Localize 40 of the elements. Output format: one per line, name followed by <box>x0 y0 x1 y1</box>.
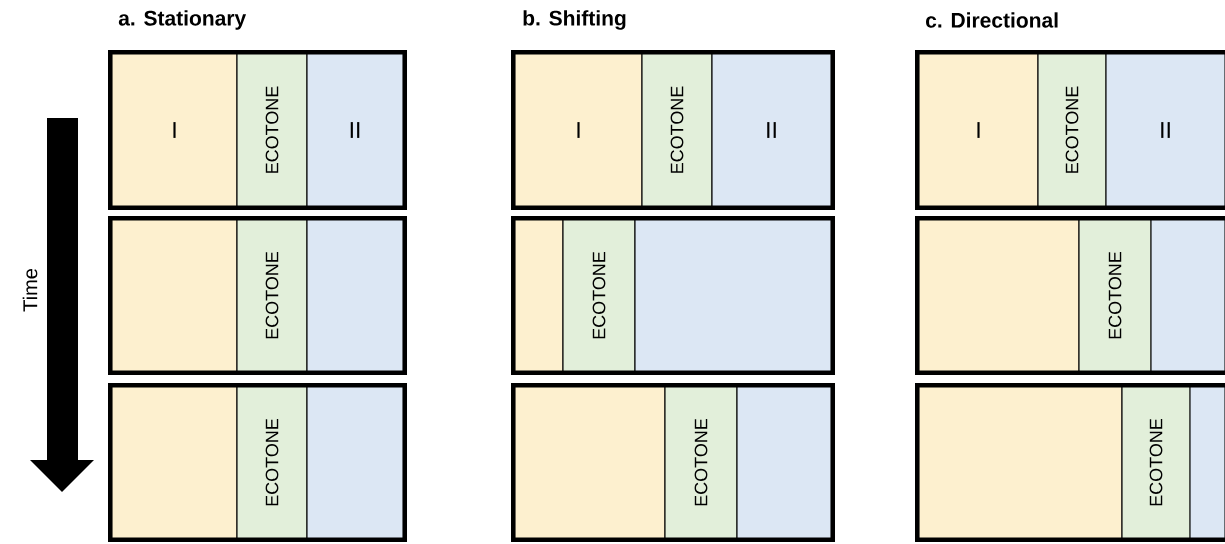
zone-box <box>306 386 404 539</box>
axis-label: Time <box>22 269 38 312</box>
panel-frame <box>915 216 1225 375</box>
panel-frame <box>511 383 835 542</box>
zone-box <box>736 386 832 539</box>
zone-box <box>1189 386 1225 539</box>
zone-box <box>514 386 666 539</box>
zone-box <box>918 386 1123 539</box>
ecotone-band: ECOTONE <box>236 386 308 539</box>
ecotone-band: ECOTONE <box>236 53 308 207</box>
zone-box <box>1150 219 1225 372</box>
zone-box <box>514 219 564 372</box>
ecotone-band: ECOTONE <box>236 219 308 372</box>
zone-box <box>918 219 1080 372</box>
panel-frame <box>108 50 407 210</box>
zone-box <box>111 386 238 539</box>
panel-frame <box>108 216 407 375</box>
zone-box: I <box>514 53 643 207</box>
zone-box: II <box>711 53 832 207</box>
zone-box: II <box>306 53 404 207</box>
ecotone-band: ECOTONE <box>1037 53 1107 207</box>
panel-frame <box>511 50 835 210</box>
ecotone-band: ECOTONE <box>641 53 713 207</box>
zone-box: II <box>1105 53 1225 207</box>
panel-title: b. Shifting <box>523 10 626 30</box>
ecotone-band: ECOTONE <box>664 386 738 539</box>
zone-box <box>634 219 832 372</box>
ecotone-band: ECOTONE <box>1078 219 1152 372</box>
ecotone-band: ECOTONE <box>1121 386 1191 539</box>
zone-box <box>306 219 404 372</box>
panel-frame <box>915 383 1225 542</box>
panel-frame <box>108 383 407 542</box>
zone-box <box>111 219 238 372</box>
zone-box: I <box>111 53 238 207</box>
panel-title: c. Directional <box>926 12 1058 28</box>
zone-box: I <box>918 53 1039 207</box>
panel-frame <box>915 50 1225 210</box>
panel-title: a. Stationary <box>118 10 247 30</box>
panel-frame <box>511 216 835 375</box>
ecotone-band: ECOTONE <box>562 219 636 372</box>
